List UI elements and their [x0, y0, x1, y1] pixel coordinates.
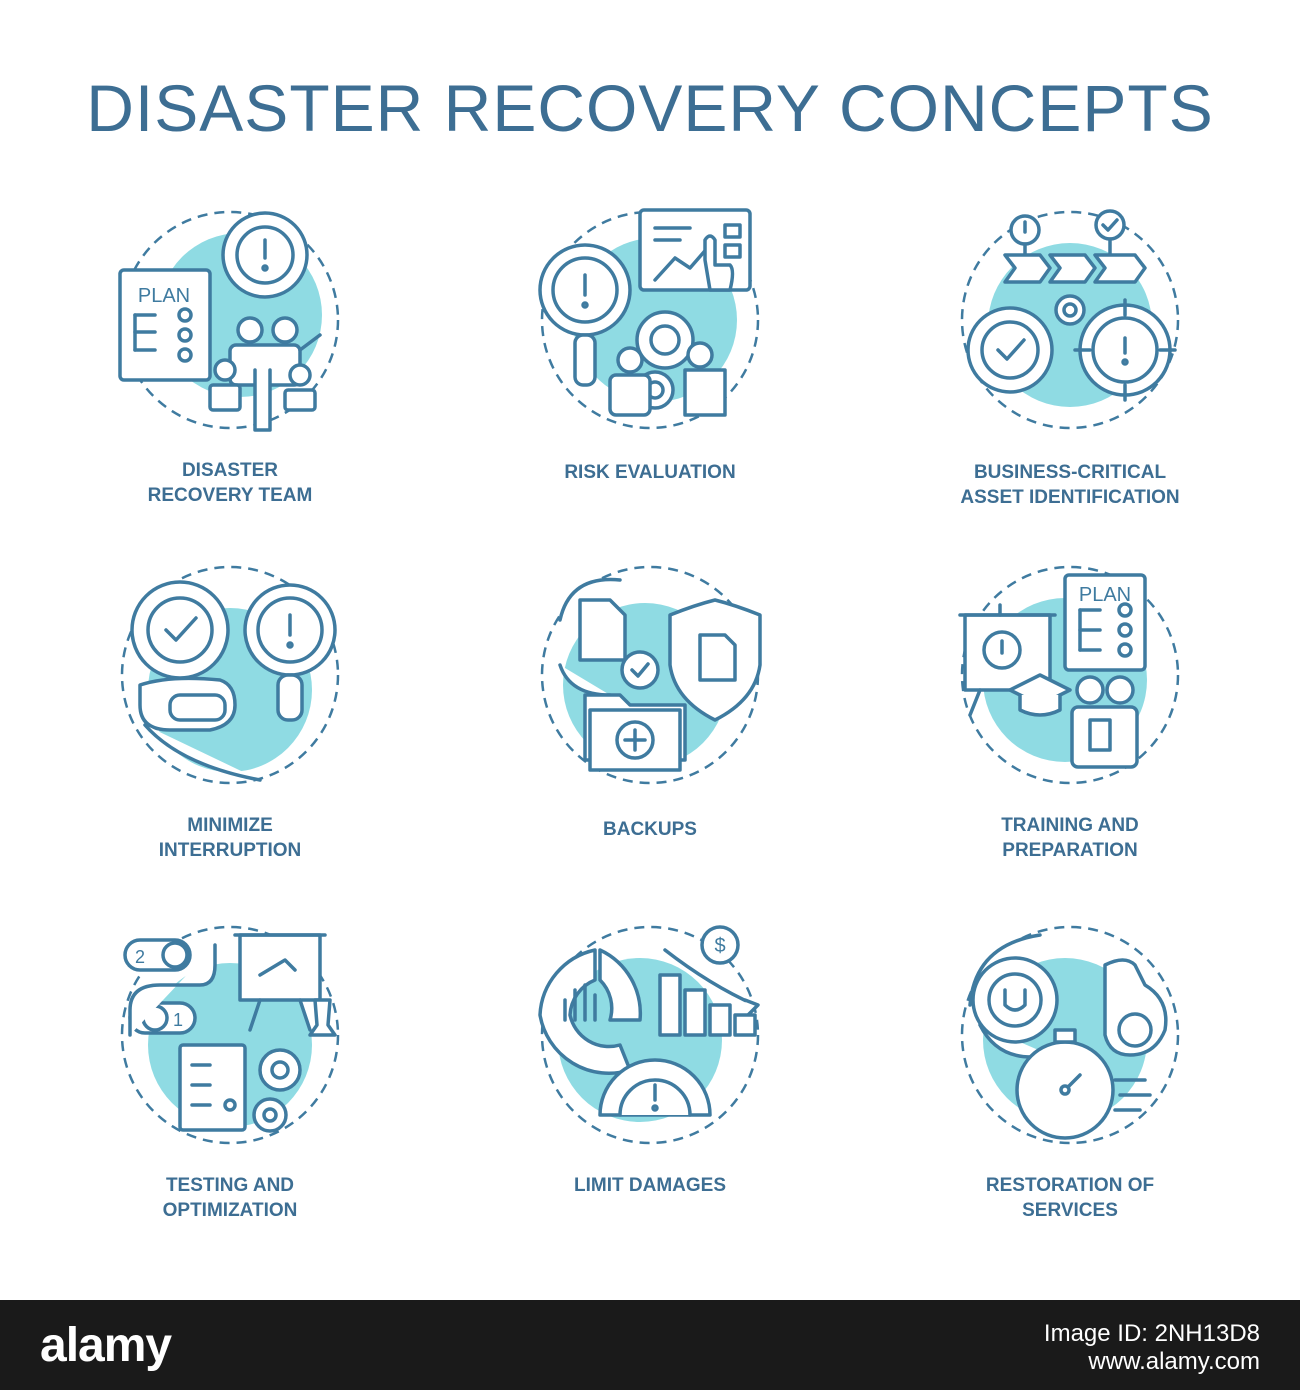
brand-url: www.alamy.com	[1088, 1348, 1260, 1375]
concept-limit-damages: $ LIMIT DAMAGES	[520, 905, 780, 1205]
concept-risk-evaluation: RISK EVALUATION	[520, 190, 780, 490]
concept-label: BACKUPS	[603, 819, 697, 840]
page-title: DISASTER RECOVERY CONCEPTS	[86, 71, 1214, 145]
limit-damages-icon: $	[538, 925, 760, 1145]
plan-text: PLAN	[1079, 584, 1131, 606]
testing-icon: 2 1	[120, 925, 340, 1145]
plan-text: PLAN	[138, 285, 190, 307]
concept-label: RESTORATION OF SERVICES	[985, 1175, 1155, 1221]
concept-minimize-interruption: MINIMIZE INTERRUPTION	[100, 545, 360, 861]
asset-identification-icon	[960, 209, 1180, 430]
image-info: Image ID: 2NH13D8 www.alamy.com	[1044, 1320, 1260, 1376]
concept-training-preparation: PLAN TRAINING AND PREPARATION	[940, 545, 1200, 861]
concept-label: MINIMIZE INTERRUPTION	[158, 815, 302, 861]
brand-logo: alamy	[40, 1319, 172, 1372]
backups-icon	[540, 565, 762, 785]
team-plan-icon: PLAN	[118, 210, 340, 432]
concept-label: LIMIT DAMAGES	[574, 1175, 726, 1196]
concept-label: DISASTER RECOVERY TEAM	[147, 460, 313, 506]
concept-label: TESTING AND OPTIMIZATION	[162, 1175, 298, 1221]
concept-testing-optimization: 2 1 TESTING AND OPTIMIZATION	[100, 905, 360, 1221]
concept-disaster-recovery-team: PLAN DISASTER RECOVERY TEAM	[100, 190, 360, 506]
concept-label: RISK EVALUATION	[564, 462, 736, 483]
minimize-interruption-icon	[120, 565, 340, 785]
concept-business-critical-asset: BUSINESS-CRITICAL ASSET IDENTIFICATION	[940, 190, 1200, 508]
image-id: Image ID: 2NH13D8	[1043, 1320, 1260, 1347]
training-icon: PLAN	[958, 565, 1180, 785]
step-two-text: 2	[135, 947, 145, 967]
concept-label: TRAINING AND PREPARATION	[1001, 815, 1139, 861]
risk-evaluation-icon	[538, 208, 760, 430]
currency-text: $	[714, 935, 725, 957]
restoration-icon	[960, 925, 1180, 1145]
concept-backups: BACKUPS	[520, 545, 780, 845]
step-one-text: 1	[173, 1010, 183, 1030]
concept-label: BUSINESS-CRITICAL ASSET IDENTIFICATION	[960, 462, 1180, 508]
watermark-bar: alamy Image ID: 2NH13D8 www.alamy.com	[0, 1300, 1300, 1390]
concept-restoration-services: RESTORATION OF SERVICES	[940, 905, 1200, 1221]
